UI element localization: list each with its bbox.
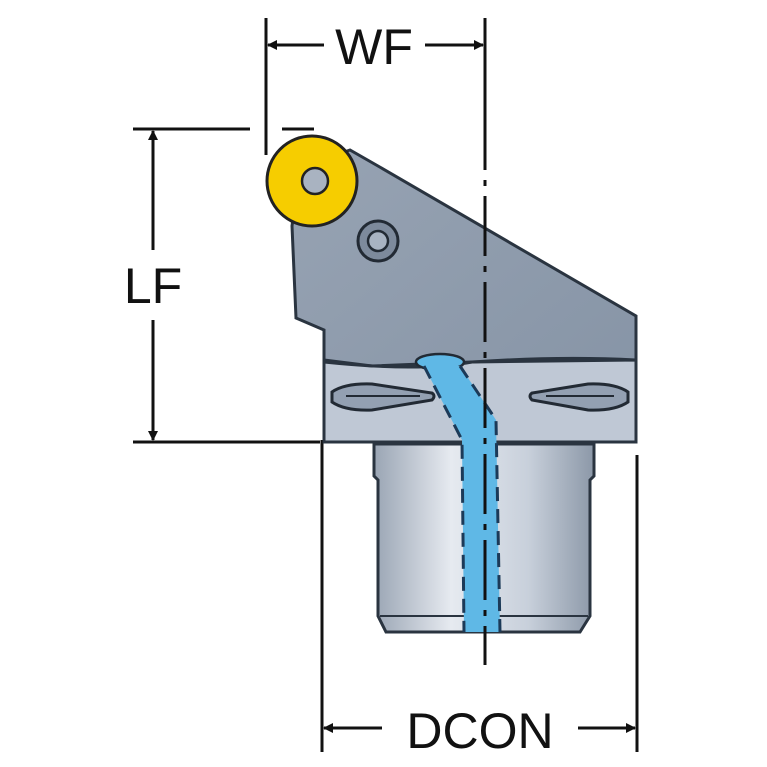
mounting-slots [330, 382, 630, 412]
clamp-screw-icon [356, 219, 400, 263]
dimension-lines [148, 40, 636, 733]
extension-lines [133, 18, 639, 752]
round-insert-icon [265, 134, 359, 228]
dcon-label: DCON [406, 703, 553, 759]
wf-label: WF [335, 19, 413, 75]
lf-label: LF [124, 258, 182, 314]
coolant-channel [414, 352, 502, 633]
ledge-top-edge [323, 356, 637, 369]
